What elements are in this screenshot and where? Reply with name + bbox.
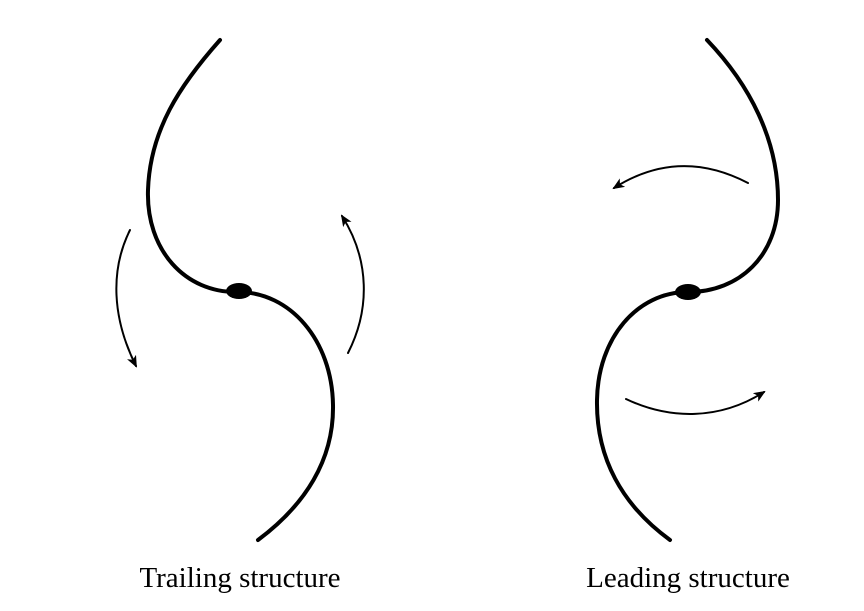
trailing-structure-panel: Trailing structure [115, 38, 365, 594]
leading-rotation-arrow-upper [612, 165, 749, 190]
leading-caption: Leading structure [586, 562, 790, 594]
leading-structure-panel: Leading structure [586, 38, 790, 594]
trailing-nucleus [226, 283, 252, 299]
trailing-caption: Trailing structure [139, 562, 340, 594]
trailing-upper-arm [145, 38, 240, 295]
trailing-lower-arm [236, 290, 336, 542]
leading-rotation-arrow-lower [625, 390, 766, 415]
trailing-rotation-arrow-right [340, 214, 365, 354]
leading-upper-arm [686, 38, 780, 294]
leading-nucleus [675, 284, 701, 300]
trailing-rotation-arrow-left [115, 229, 137, 368]
leading-lower-arm [594, 290, 690, 542]
